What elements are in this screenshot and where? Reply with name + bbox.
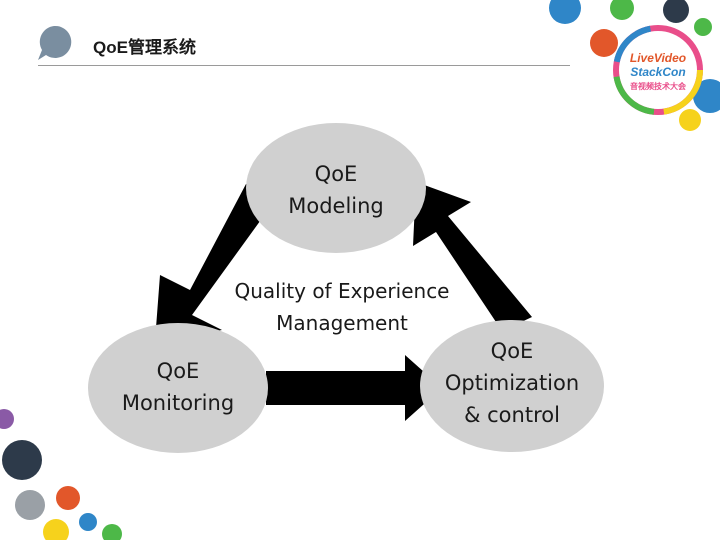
arrow-modeling-to-monitoring (155, 184, 276, 341)
node-monitoring: QoE Monitoring (88, 323, 268, 453)
node-monitoring-line1: QoE (157, 359, 200, 383)
node-modeling: QoE Modeling (246, 123, 426, 253)
center-label-line1: Quality of Experience (235, 279, 450, 303)
node-modeling-line2: Modeling (288, 194, 384, 218)
title-divider (38, 65, 570, 66)
node-optimization: QoE Optimization & control (420, 320, 604, 452)
livevideostackcon-logo: LiveVideo StackCon 音视频技术大会 (613, 25, 703, 115)
node-optimization-line1: QoE (491, 339, 534, 363)
arrow-optimization-to-modeling (413, 182, 532, 331)
center-label-line2: Management (276, 311, 408, 335)
page-title: QoE管理系统 (93, 38, 196, 57)
node-optimization-line3: & control (464, 403, 560, 427)
node-optimization-line2: Optimization (445, 371, 579, 395)
logo-line3: 音视频技术大会 (630, 81, 686, 91)
logo-line2: StackCon (630, 65, 685, 79)
node-modeling-line1: QoE (315, 162, 358, 186)
logo-line1: LiveVideo (630, 51, 686, 65)
node-monitoring-line2: Monitoring (122, 391, 234, 415)
arrow-monitoring-to-optimization (266, 355, 442, 421)
title-bubble-icon (38, 25, 72, 61)
